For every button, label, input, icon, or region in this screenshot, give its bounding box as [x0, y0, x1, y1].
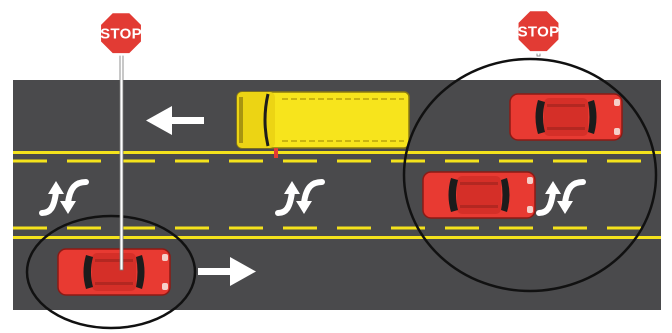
road-edge-top	[13, 74, 661, 79]
car-near-lane	[57, 248, 171, 296]
school-bus	[236, 91, 410, 158]
road-edge-bottom	[13, 310, 661, 315]
stop-sign-label: STOP	[518, 24, 560, 41]
car-turn-lane	[422, 171, 536, 219]
stop-sign-left: STOP	[98, 10, 144, 271]
stop-sign-right: STOP	[516, 8, 561, 57]
highlight-circle-left	[25, 214, 197, 330]
car-oncoming-lane	[509, 93, 623, 141]
arrow-left-icon	[146, 106, 204, 135]
arrow-right-icon	[198, 257, 256, 286]
stop-sign-label: STOP	[100, 26, 142, 43]
highlight-circle-right	[402, 57, 658, 293]
